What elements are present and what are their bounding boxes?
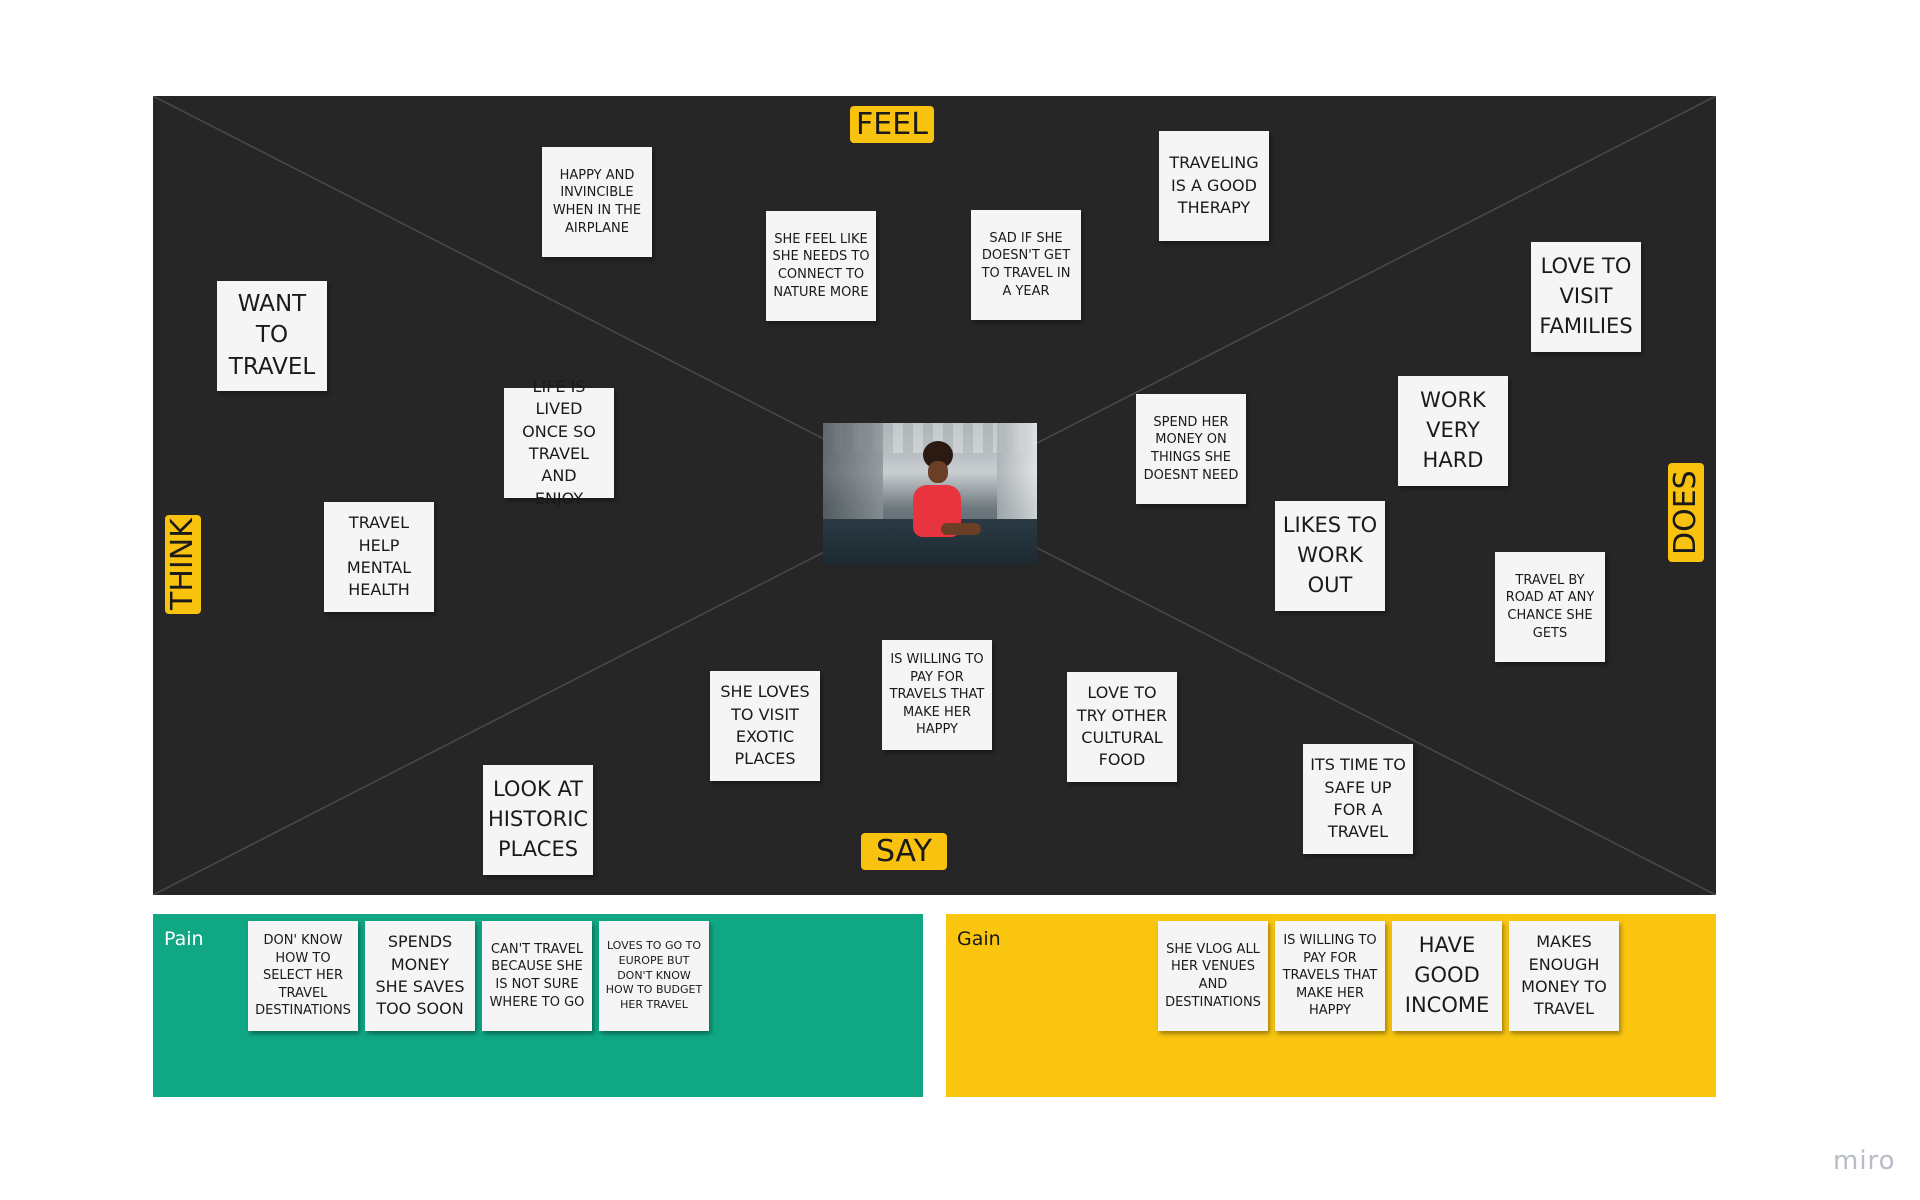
gain-zone[interactable]: Gain SHE VLOG ALL HER VENUES AND DESTINA… <box>946 914 1716 1097</box>
pain-note[interactable]: CAN'T TRAVEL BECAUSE SHE IS NOT SURE WHE… <box>482 921 592 1031</box>
pain-note[interactable]: SPENDS MONEY SHE SAVES TOO SOON <box>365 921 475 1031</box>
photo-face <box>928 461 948 483</box>
pain-zone[interactable]: Pain DON' KNOW HOW TO SELECT HER TRAVEL … <box>153 914 923 1097</box>
sticky-note[interactable]: SAD IF SHE DOESN'T GET TO TRAVEL IN A YE… <box>971 210 1081 320</box>
pain-note[interactable]: DON' KNOW HOW TO SELECT HER TRAVEL DESTI… <box>248 921 358 1031</box>
sticky-note[interactable]: LOOK AT HISTORIC PLACES <box>483 765 593 875</box>
sticky-note[interactable]: LOVE TO VISIT FAMILIES <box>1531 242 1641 352</box>
sticky-note[interactable]: IS WILLING TO PAY FOR TRAVELS THAT MAKE … <box>882 640 992 750</box>
feel-label[interactable]: FEEL <box>850 106 934 143</box>
sticky-note[interactable]: TRAVEL HELP MENTAL HEALTH <box>324 502 434 612</box>
think-label[interactable]: THINK <box>165 515 201 614</box>
sticky-note[interactable]: HAPPY AND INVINCIBLE WHEN IN THE AIRPLAN… <box>542 147 652 257</box>
pain-note[interactable]: LOVES TO GO TO EUROPE BUT DON'T KNOW HOW… <box>599 921 709 1031</box>
say-label[interactable]: SAY <box>861 833 947 870</box>
does-label[interactable]: DOES <box>1668 463 1704 562</box>
gain-label: Gain <box>957 928 1001 950</box>
empathy-map-board[interactable]: FEEL THINK DOES SAY HAPPY AND INVINCIBLE… <box>153 96 1716 895</box>
sticky-note[interactable]: LIFE IS LIVED ONCE SO TRAVEL AND ENJOY <box>504 377 614 508</box>
gain-note[interactable]: HAVE GOOD INCOME <box>1392 921 1502 1031</box>
gain-note[interactable]: IS WILLING TO PAY FOR TRAVELS THAT MAKE … <box>1275 921 1385 1031</box>
persona-photo[interactable] <box>823 423 1037 564</box>
sticky-note[interactable]: WANT TO TRAVEL <box>217 281 327 391</box>
sticky-note[interactable]: LIKES TO WORK OUT <box>1275 501 1385 611</box>
photo-legs <box>941 523 981 535</box>
sticky-note[interactable]: ITS TIME TO SAFE UP FOR A TRAVEL <box>1303 744 1413 854</box>
pain-label: Pain <box>164 928 204 950</box>
sticky-note[interactable]: TRAVELING IS A GOOD THERAPY <box>1159 131 1269 241</box>
gain-note[interactable]: MAKES ENOUGH MONEY TO TRAVEL <box>1509 921 1619 1031</box>
sticky-note[interactable]: SPEND HER MONEY ON THINGS SHE DOESNT NEE… <box>1136 394 1246 504</box>
sticky-note[interactable]: TRAVEL BY ROAD AT ANY CHANCE SHE GETS <box>1495 552 1605 662</box>
miro-watermark: miro <box>1833 1146 1896 1176</box>
sticky-note[interactable]: SHE LOVES TO VISIT EXOTIC PLACES <box>710 671 820 781</box>
sticky-note[interactable]: LOVE TO TRY OTHER CULTURAL FOOD <box>1067 672 1177 782</box>
gain-note[interactable]: SHE VLOG ALL HER VENUES AND DESTINATIONS <box>1158 921 1268 1031</box>
sticky-note[interactable]: WORK VERY HARD <box>1398 376 1508 486</box>
sticky-note[interactable]: SHE FEEL LIKE SHE NEEDS TO CONNECT TO NA… <box>766 211 876 321</box>
